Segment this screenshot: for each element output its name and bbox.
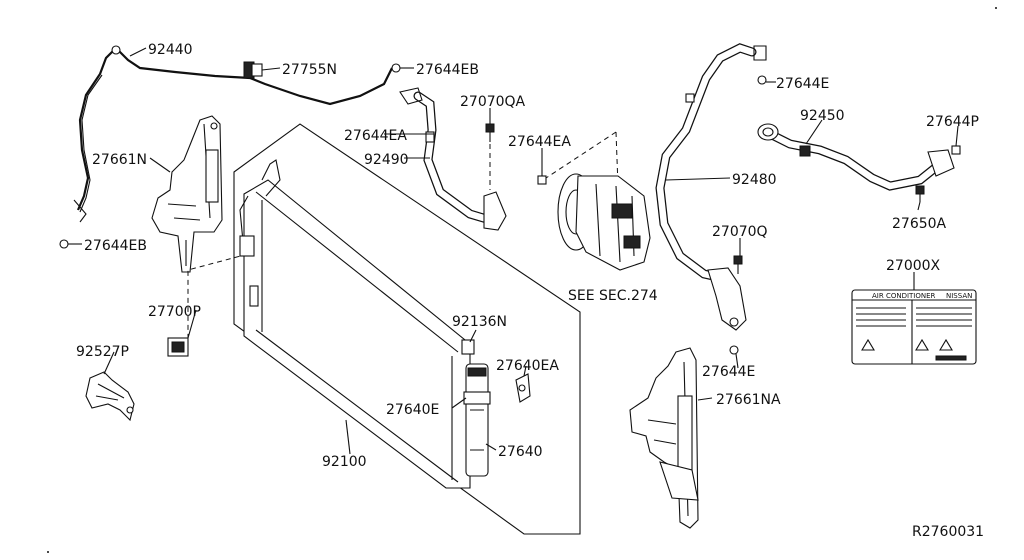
label-27644EB-top: 27644EB <box>416 62 479 78</box>
label-27661N: 27661N <box>92 152 147 168</box>
bracket-27640EA <box>515 373 531 403</box>
clip-27644EA-a <box>425 131 435 143</box>
clip-27644E-bottom <box>729 345 739 355</box>
bracket-92527P <box>85 371 135 422</box>
label-27640: 27640 <box>498 444 543 460</box>
label-27644E-top: 27644E <box>776 76 829 92</box>
label-card-title: AIR CONDITIONER <box>872 292 936 300</box>
drier-27640 <box>461 339 491 477</box>
bracket-27661N <box>151 115 223 273</box>
label-27000X: 27000X <box>886 258 941 274</box>
hose-92480 <box>655 43 767 331</box>
label-27070QA: 27070QA <box>460 94 526 110</box>
hose-92450 <box>757 123 955 191</box>
label-92490: 92490 <box>364 152 409 168</box>
corner-dot <box>47 551 49 553</box>
bolt-27070Q <box>733 255 743 274</box>
bracket-27661NA <box>629 347 699 529</box>
pipe-92440 <box>73 45 393 223</box>
leader-lines <box>68 47 959 455</box>
label-92100: 92100 <box>322 454 367 470</box>
label-card-brand: NISSAN <box>946 292 972 300</box>
see-section-ref: SEE SEC.274 <box>568 288 658 304</box>
label-27640E: 27640E <box>386 402 439 418</box>
compressor <box>557 173 651 271</box>
label-27644P: 27644P <box>926 114 979 130</box>
label-27755N: 27755N <box>282 62 337 78</box>
clip-27644EB-top <box>391 63 401 73</box>
label-92480: 92480 <box>732 172 777 188</box>
clip-27644EA-b <box>537 175 547 185</box>
bolt-27070QA <box>485 123 495 142</box>
label-27644EB-left: 27644EB <box>84 238 147 254</box>
label-27070Q: 27070Q <box>712 224 768 240</box>
label-27644EA-a: 27644EA <box>344 128 407 144</box>
label-27700P: 27700P <box>148 304 201 320</box>
condenser-92100 <box>233 123 581 535</box>
diagram-id: R2760031 <box>912 524 984 540</box>
clip-27644EB-left <box>59 239 69 249</box>
label-92527P: 92527P <box>76 344 129 360</box>
bolt-27650A <box>915 185 925 202</box>
sensor-27700P <box>167 253 249 357</box>
label-card-27000X[interactable]: AIR CONDITIONER NISSAN <box>851 289 977 365</box>
corner-dot-top <box>995 7 997 9</box>
label-27650A: 27650A <box>892 216 947 232</box>
clip-27644E-top <box>757 75 767 85</box>
label-27644E-bottom: 27644E <box>702 364 755 380</box>
label-92450: 92450 <box>800 108 845 124</box>
label-27640EA: 27640EA <box>496 358 559 374</box>
clip-27644P <box>951 145 961 155</box>
label-27644EA-b: 27644EA <box>508 134 571 150</box>
hose-92490 <box>399 87 507 231</box>
label-92136N: 92136N <box>452 314 507 330</box>
label-27661NA: 27661NA <box>716 392 781 408</box>
label-92440: 92440 <box>148 42 193 58</box>
